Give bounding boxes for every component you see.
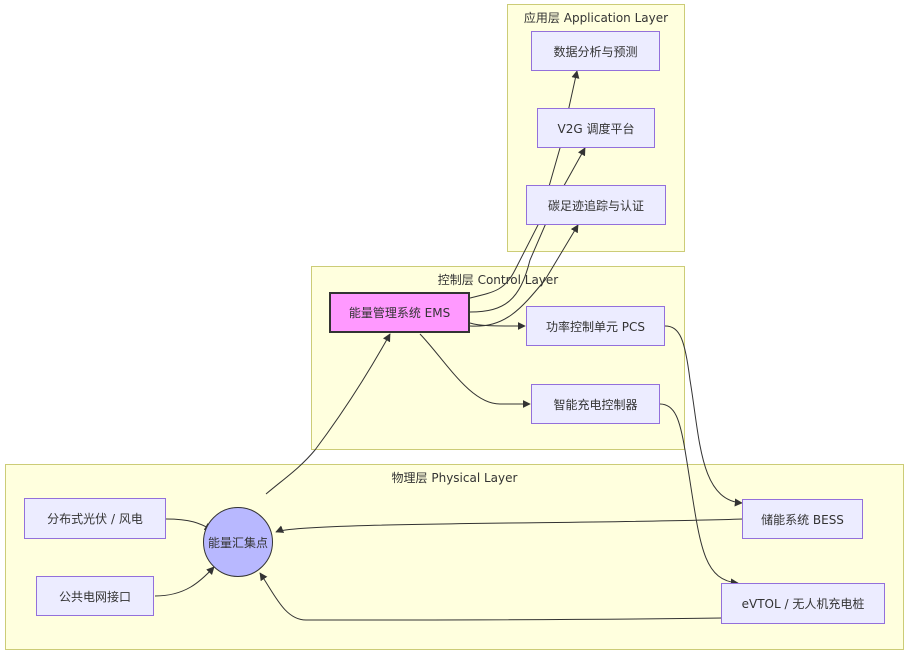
node-ems[interactable]: 能量管理系统 EMS — [329, 292, 470, 333]
cluster-title: 物理层 Physical Layer — [391, 471, 518, 485]
node-analytics[interactable]: 数据分析与预测 — [531, 31, 660, 71]
node-pcs[interactable]: 功率控制单元 PCS — [526, 306, 665, 346]
node-carbon-tracking[interactable]: 碳足迹追踪与认证 — [526, 185, 666, 225]
node-v2g-platform[interactable]: V2G 调度平台 — [537, 108, 655, 148]
node-evtol-charger[interactable]: eVTOL / 无人机充电桩 — [721, 583, 885, 624]
cluster-title: 应用层 Application Layer — [523, 11, 669, 25]
node-charger-controller[interactable]: 智能充电控制器 — [531, 384, 660, 424]
node-bess[interactable]: 储能系统 BESS — [742, 499, 863, 539]
node-pv-wind[interactable]: 分布式光伏 / 风电 — [24, 498, 166, 539]
node-energy-hub[interactable]: 能量汇集点 — [203, 507, 273, 577]
cluster-title: 控制层 Control Layer — [437, 273, 559, 287]
node-grid-interface[interactable]: 公共电网接口 — [36, 576, 154, 616]
